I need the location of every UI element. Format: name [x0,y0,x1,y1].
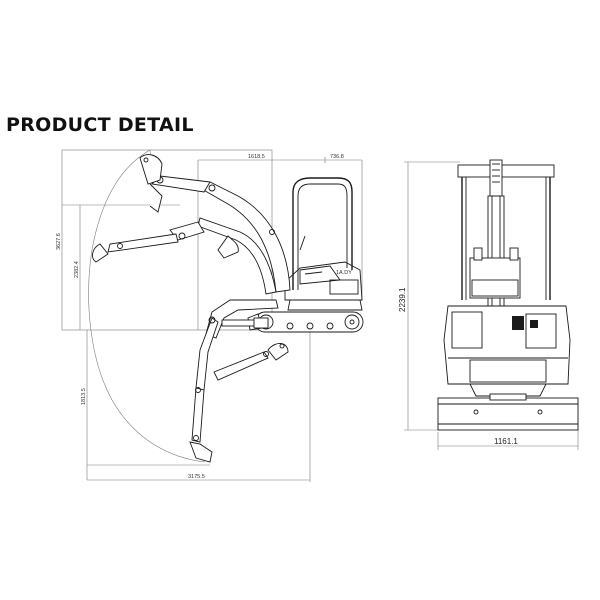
digging-envelope-arc [88,149,206,463]
boom-mid [92,217,277,295]
dim-max-dump-height: 2382.4 [74,261,80,278]
dim-max-dig-height: 3627.6 [56,233,62,250]
page-title: PRODUCT DETAIL [6,114,194,136]
dim-max-dig-depth: 1813.5 [81,388,87,405]
dim-max-reach: 3175.5 [188,474,205,480]
dim-cab-offset: 736.8 [330,154,344,160]
dim-boom-reach-top: 1618.5 [248,154,265,160]
dim-overall-height: 2239.1 [398,287,407,312]
dim-overall-width: 1161.1 [494,437,518,446]
svg-text:1A.DY: 1A.DY [336,270,352,276]
front-view [404,159,579,450]
boom-raised [139,154,291,293]
boom-lowered [189,299,289,463]
